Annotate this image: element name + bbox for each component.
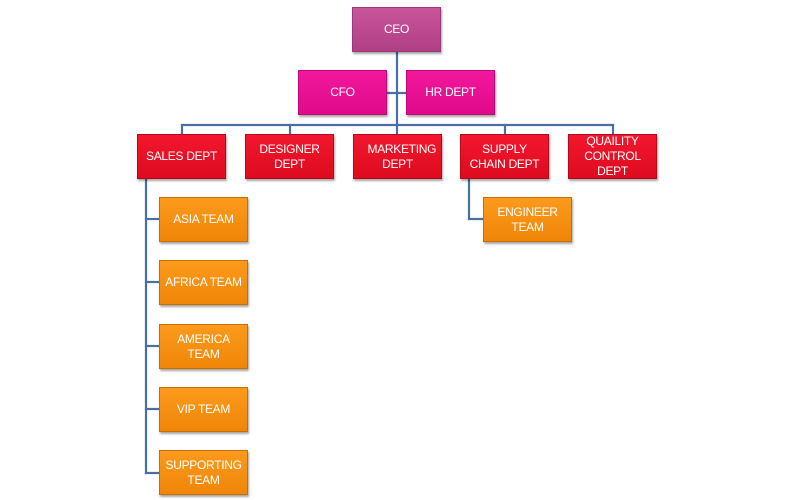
node-designer-dept[interactable]: DESIGNER DEPT [245,134,334,179]
node-label: AFRICA TEAM [165,275,242,289]
node-label: ASIA TEAM [173,212,234,226]
node-america-team[interactable]: AMERICA TEAM [159,324,248,369]
node-label: MARKETING DEPT [367,141,437,171]
node-asia-team[interactable]: ASIA TEAM [159,197,248,242]
node-label: DESIGNER DEPT [259,141,320,171]
node-label: SUPPLY CHAIN DEPT [469,141,540,171]
node-marketing-dept[interactable]: MARKETING DEPT [353,134,442,179]
node-africa-team[interactable]: AFRICA TEAM [159,260,248,305]
node-label: AMERICA TEAM [177,331,230,361]
node-quality-control-dept[interactable]: QUAILITY CONTROL DEPT [568,134,657,179]
node-hr-dept[interactable]: HR DEPT [406,70,495,115]
node-label: CEO [383,22,410,36]
node-cfo[interactable]: CFO [298,70,387,115]
node-supply-chain-dept[interactable]: SUPPLY CHAIN DEPT [460,134,549,179]
node-label: CFO [330,85,355,99]
node-vip-team[interactable]: VIP TEAM [159,387,248,432]
node-label: SALES DEPT [145,149,218,163]
node-sales-dept[interactable]: SALES DEPT [137,134,226,179]
node-label: VIP TEAM [176,402,231,416]
node-ceo[interactable]: CEO [352,7,441,52]
node-label: QUAILITY CONTROL DEPT [584,134,641,178]
node-engineer-team[interactable]: ENGINEER TEAM [483,197,572,242]
node-label: SUPPORTING TEAM [165,457,242,487]
node-supporting-team[interactable]: SUPPORTING TEAM [159,450,248,495]
node-label: HR DEPT [425,85,476,99]
node-label: ENGINEER TEAM [497,204,558,234]
